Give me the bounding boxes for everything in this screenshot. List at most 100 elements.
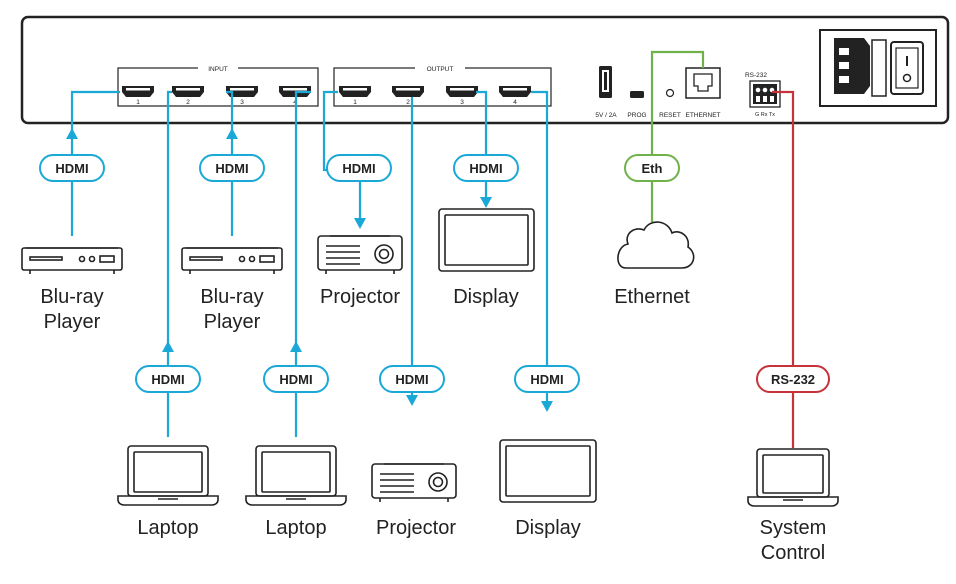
svg-text:HDMI: HDMI <box>55 161 88 176</box>
laptop-icon <box>747 448 839 507</box>
ethernet-label: ETHERNET <box>685 112 720 119</box>
laptop-icon <box>117 445 219 506</box>
cable-laptop2-to-input4 <box>294 90 311 437</box>
bluray-player-1: Blu-ray Player <box>21 247 123 333</box>
svg-text:HDMI: HDMI <box>342 161 375 176</box>
projector-2: Projector <box>371 463 457 539</box>
output-port-number: 3 <box>460 99 464 106</box>
svg-text:HDMI: HDMI <box>279 372 312 387</box>
system-control: System Control <box>747 448 839 564</box>
prog-port: PROG <box>627 91 647 119</box>
usb-label: 5V / 2A <box>595 112 617 119</box>
projector-1: Projector <box>317 235 403 308</box>
bluray-player-2: Blu-ray Player <box>181 247 283 333</box>
svg-text:HDMI: HDMI <box>215 161 248 176</box>
power-module <box>819 29 937 107</box>
hdmi-port-out-1 <box>339 86 371 97</box>
ethernet-port: ETHERNET <box>685 67 721 119</box>
rs232-panel-label: RS-232 <box>745 72 767 79</box>
usb-port: 5V / 2A <box>595 66 617 119</box>
rs232-badge: RS-232 <box>756 365 830 393</box>
input-port-group: INPUT <box>117 64 319 107</box>
reset-label: RESET <box>659 112 681 119</box>
cloud-icon <box>617 221 695 269</box>
hdmi-badge: HDMI <box>199 154 265 182</box>
hdmi-badge: HDMI <box>135 365 201 393</box>
device-label: Blu-ray <box>40 286 103 308</box>
laptop-icon <box>245 445 347 506</box>
device-label: Laptop <box>265 517 326 539</box>
output-port-group: OUTPUT <box>333 64 552 107</box>
device-label: Projector <box>320 286 400 308</box>
output-port-number: 1 <box>353 99 357 106</box>
arrow-down-icon <box>541 401 553 412</box>
hdmi-port-out-4 <box>499 86 531 97</box>
rear-panel: INPUT OUTPUT <box>20 15 950 125</box>
hdmi-badge: HDMI <box>514 365 580 393</box>
arrow-down-icon <box>406 395 418 406</box>
display-icon <box>499 439 597 503</box>
output-label: OUTPUT <box>427 66 454 73</box>
cable-output4-to-display2 <box>531 90 549 404</box>
cable-output1-to-projector1 <box>322 90 362 222</box>
projector-icon <box>371 463 457 502</box>
output-port-number: 4 <box>513 99 517 106</box>
svg-text:HDMI: HDMI <box>151 372 184 387</box>
input-label: INPUT <box>208 66 228 73</box>
bluray-player-icon <box>181 247 283 274</box>
cable-bluray1-to-input1 <box>70 90 120 236</box>
device-label: Projector <box>376 517 456 539</box>
laptop-2: Laptop <box>245 445 347 539</box>
arrow-down-icon <box>354 218 366 229</box>
output-port-number: 2 <box>406 99 410 106</box>
device-label: Player <box>204 311 261 333</box>
device-label: Laptop <box>137 517 198 539</box>
cable-badges: HDMI HDMI HDMI HDMI HDMI HDMI HDMI HDMI <box>39 154 830 393</box>
prog-label: PROG <box>627 112 646 119</box>
hdmi-port-in-1 <box>122 86 154 97</box>
display-2: Display <box>499 439 597 539</box>
input-port-number: 1 <box>136 99 140 106</box>
input-port-number: 2 <box>186 99 190 106</box>
svg-text:Eth: Eth <box>642 161 663 176</box>
device-label: Display <box>515 517 581 539</box>
device-label: System <box>760 517 827 539</box>
device-label: Blu-ray <box>200 286 263 308</box>
device-label: Control <box>761 542 825 564</box>
hdmi-badge: HDMI <box>453 154 519 182</box>
projector-icon <box>317 235 403 274</box>
svg-text:RS-232: RS-232 <box>771 372 815 387</box>
laptop-1: Laptop <box>117 445 219 539</box>
bluray-player-icon <box>21 247 123 274</box>
rs232-pin-labels: G Rx Tx <box>755 112 775 118</box>
cable-laptop1-to-input2 <box>166 90 172 437</box>
device-label: Ethernet <box>614 286 690 308</box>
input-port-number: 3 <box>240 99 244 106</box>
arrow-up-icon <box>66 128 78 139</box>
cables <box>70 50 795 448</box>
cable-ethernet <box>650 50 705 222</box>
svg-text:HDMI: HDMI <box>395 372 428 387</box>
display-1: Display <box>438 208 535 308</box>
svg-text:HDMI: HDMI <box>469 161 502 176</box>
svg-text:HDMI: HDMI <box>530 372 563 387</box>
arrow-heads <box>66 128 553 412</box>
cable-rs232 <box>772 90 795 448</box>
hdmi-badge: HDMI <box>379 365 445 393</box>
eth-badge: Eth <box>624 154 680 182</box>
power-switch <box>890 41 924 95</box>
hdmi-badge: HDMI <box>326 154 392 182</box>
hdmi-badge: HDMI <box>263 365 329 393</box>
hdmi-port-out-2 <box>392 86 424 97</box>
reset-button: RESET <box>659 88 681 119</box>
cable-bluray2-to-input3 <box>226 90 234 236</box>
arrow-up-icon <box>290 341 302 352</box>
rs232-terminal-block: RS-232 G Rx Tx <box>745 72 781 118</box>
hdmi-port-out-3 <box>446 86 478 97</box>
hdmi-badge: HDMI <box>39 154 105 182</box>
arrow-up-icon <box>162 341 174 352</box>
display-icon <box>438 208 535 272</box>
arrow-down-icon <box>480 197 492 208</box>
hdmi-port-in-2 <box>172 86 204 97</box>
